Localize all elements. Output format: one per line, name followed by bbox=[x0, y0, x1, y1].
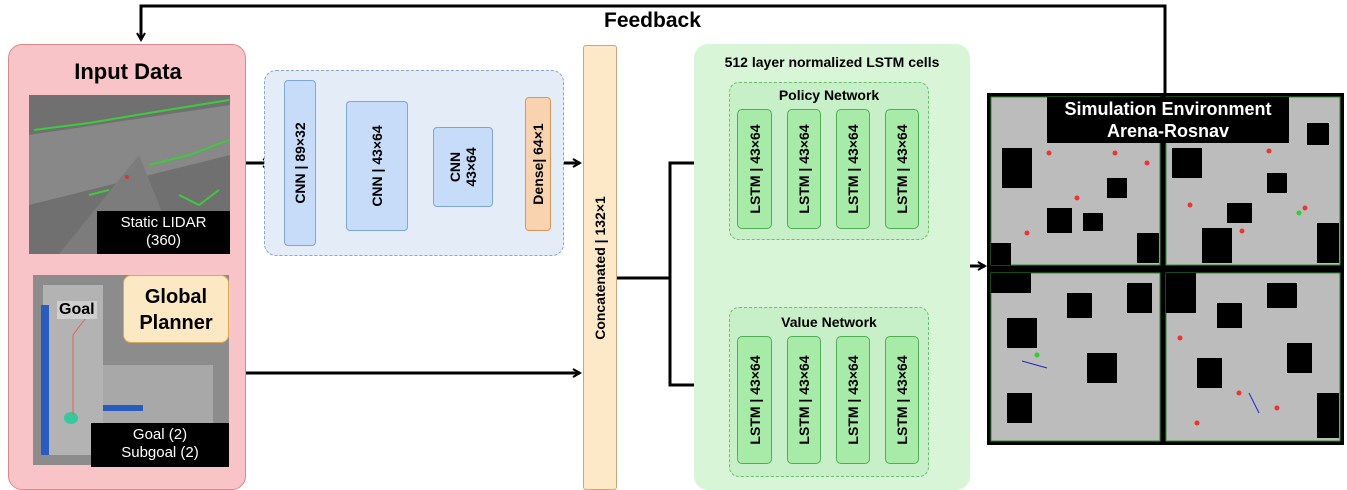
sim-map-3 bbox=[990, 272, 1161, 442]
simulation-title-line1: Simulation Environment bbox=[1064, 99, 1272, 119]
planner-line1: Global bbox=[144, 286, 208, 308]
policy-lstm-cell-1: LSTM | 43×64 bbox=[737, 109, 772, 229]
value-lstm-cell-3: LSTM | 43×64 bbox=[836, 336, 870, 464]
cnn-layer-1-label: CNN | 89×32 bbox=[292, 122, 308, 204]
cnn-layer-3-line2: 43×64 bbox=[463, 147, 479, 187]
policy-lstm-cell-3: LSTM | 43×64 bbox=[836, 109, 870, 229]
goal-caption-line1: Goal (2) bbox=[132, 426, 188, 443]
lstm-panel-title: 512 layer normalized LSTM cells bbox=[724, 54, 940, 70]
goal-caption: Goal (2) Subgoal (2) bbox=[91, 423, 229, 467]
value-network-title: Value Network bbox=[781, 314, 877, 330]
sim-map-4 bbox=[1165, 272, 1341, 442]
cnn-layer-3-line1: CNN bbox=[447, 151, 463, 183]
value-lstm-cell-3-label: LSTM | 43×64 bbox=[845, 355, 861, 445]
concatenated-label: Concatenated | 132×1 bbox=[592, 195, 608, 340]
simulation-title-line2: Arena-Rosnav bbox=[1106, 121, 1230, 141]
goal-label: Goal bbox=[57, 301, 97, 319]
feedback-arrow bbox=[141, 4, 1167, 93]
value-lstm-cell-2: LSTM | 43×64 bbox=[787, 336, 821, 464]
policy-lstm-cell-4-label: LSTM | 43×64 bbox=[894, 124, 910, 214]
lstm-panel: 512 layer normalized LSTM cells Policy N… bbox=[694, 44, 970, 490]
policy-lstm-cell-1-label: LSTM | 43×64 bbox=[746, 124, 763, 214]
input-data-title: Input Data bbox=[74, 59, 182, 84]
policy-lstm-cell-3-label: LSTM | 43×64 bbox=[845, 124, 861, 214]
cnn-layer-3: CNN 43×64 bbox=[433, 127, 493, 207]
value-lstm-cell-1-label: LSTM | 43×64 bbox=[746, 355, 763, 445]
simulation-title: Simulation Environment Arena-Rosnav bbox=[1047, 97, 1289, 143]
cnn-layer-1: CNN | 89×32 bbox=[284, 80, 316, 246]
lidar-caption: Static LIDAR (360) bbox=[97, 211, 230, 254]
lidar-caption-line2: (360) bbox=[145, 232, 182, 249]
planner-line2: Planner bbox=[139, 312, 213, 334]
value-lstm-cell-1: LSTM | 43×64 bbox=[737, 336, 772, 464]
dense-layer-label: Dense| 64×1 bbox=[530, 123, 546, 205]
value-lstm-cell-2-label: LSTM | 43×64 bbox=[796, 355, 812, 445]
feedback-label: Feedback bbox=[604, 9, 701, 32]
global-planner-box: Global Planner bbox=[123, 275, 229, 343]
cnn-layer-3-label: CNN 43×64 bbox=[447, 147, 479, 186]
value-lstm-cell-4-label: LSTM | 43×64 bbox=[894, 355, 910, 445]
policy-lstm-cell-4: LSTM | 43×64 bbox=[885, 109, 919, 229]
cnn-layer-2: CNN | 43×64 bbox=[346, 101, 408, 231]
lidar-caption-line1: Static LIDAR bbox=[120, 214, 207, 231]
dense-layer: Dense| 64×1 bbox=[525, 97, 551, 231]
concatenated-bar: Concatenated | 132×1 bbox=[583, 45, 617, 490]
input-data-panel: Input Data Static LIDAR (360) Goal bbox=[8, 44, 246, 490]
policy-lstm-cell-2: LSTM | 43×64 bbox=[787, 109, 821, 229]
policy-network-title: Policy Network bbox=[778, 87, 880, 103]
cnn-layer-2-label: CNN | 43×64 bbox=[369, 125, 385, 207]
goal-caption-line2: Subgoal (2) bbox=[121, 444, 199, 461]
value-lstm-cell-4: LSTM | 43×64 bbox=[885, 336, 919, 464]
simulation-environment bbox=[987, 93, 1344, 445]
policy-lstm-cell-2-label: LSTM | 43×64 bbox=[796, 124, 812, 214]
